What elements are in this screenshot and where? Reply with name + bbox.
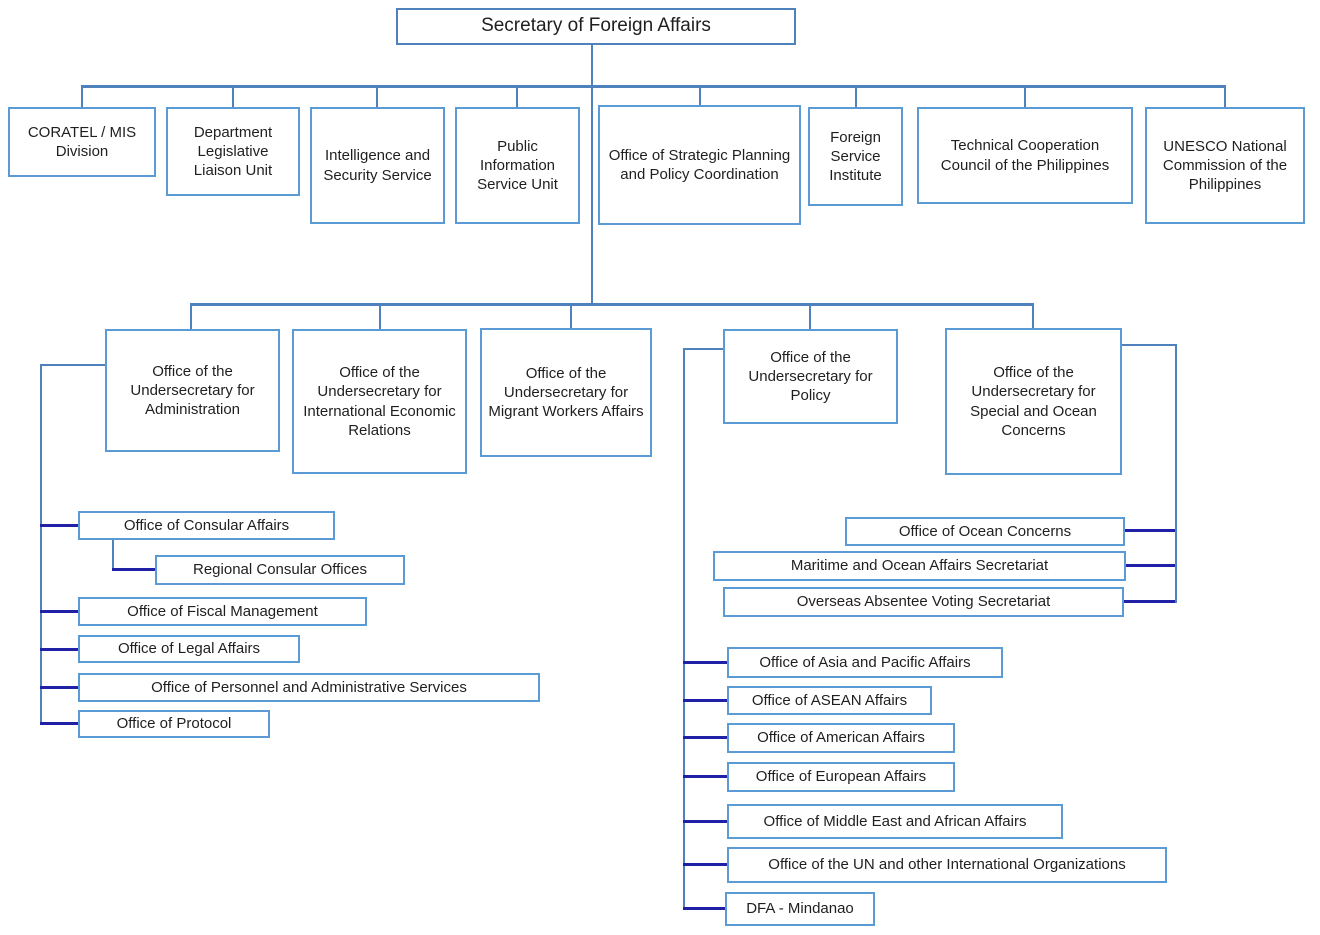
connector-line <box>40 364 105 366</box>
connector-line <box>683 348 685 910</box>
connector-line <box>683 348 723 350</box>
connector-stub <box>40 610 78 613</box>
connector-stub <box>683 863 727 866</box>
connector-stub <box>112 568 155 571</box>
connector-line <box>699 88 701 105</box>
org-box-consular-affairs: Office of Consular Affairs <box>78 511 335 540</box>
org-box-american-affairs: Office of American Affairs <box>727 723 955 753</box>
org-box-usec-international-economic: Office of the Undersecretary for Interna… <box>292 329 467 474</box>
connector-line <box>516 88 518 107</box>
connector-line <box>81 85 1226 88</box>
connector-stub <box>40 648 78 651</box>
org-box-personnel-administrative: Office of Personnel and Administrative S… <box>78 673 540 702</box>
org-box-protocol: Office of Protocol <box>78 710 270 738</box>
connector-stub <box>683 699 727 702</box>
org-box-dfa-mindanao: DFA - Mindanao <box>725 892 875 926</box>
org-box-un-international-orgs: Office of the UN and other International… <box>727 847 1167 883</box>
connector-stub <box>1125 529 1175 532</box>
connector-line <box>232 88 234 107</box>
connector-line <box>855 88 857 107</box>
connector-line <box>1032 306 1034 328</box>
connector-line <box>379 306 381 329</box>
org-box-ocean-concerns: Office of Ocean Concerns <box>845 517 1125 546</box>
org-box-maritime-ocean-secretariat: Maritime and Ocean Affairs Secretariat <box>713 551 1126 581</box>
connector-line <box>376 88 378 107</box>
org-box-regional-consular: Regional Consular Offices <box>155 555 405 585</box>
org-box-unesco-commission: UNESCO National Commission of the Philip… <box>1145 107 1305 224</box>
org-box-foreign-service-institute: Foreign Service Institute <box>808 107 903 206</box>
org-box-usec-policy: Office of the Undersecretary for Policy <box>723 329 898 424</box>
org-box-legislative-liaison: Department Legislative Liaison Unit <box>166 107 300 196</box>
connector-line <box>112 540 114 570</box>
connector-line <box>591 45 593 87</box>
connector-stub <box>40 722 78 725</box>
connector-stub <box>1126 564 1175 567</box>
org-box-public-information: Public Information Service Unit <box>455 107 580 224</box>
org-box-coratel-mis: CORATEL / MIS Division <box>8 107 156 177</box>
org-box-usec-special-ocean: Office of the Undersecretary for Special… <box>945 328 1122 475</box>
connector-stub <box>683 775 727 778</box>
org-box-european-affairs: Office of European Affairs <box>727 762 955 792</box>
connector-line <box>570 306 572 328</box>
connector-stub <box>40 686 78 689</box>
org-box-fiscal-management: Office of Fiscal Management <box>78 597 367 626</box>
connector-line <box>40 364 42 725</box>
connector-stub <box>683 907 725 910</box>
connector-stub <box>683 661 727 664</box>
org-box-strategic-planning: Office of Strategic Planning and Policy … <box>598 105 801 225</box>
connector-stub <box>683 820 727 823</box>
org-box-usec-migrant-workers: Office of the Undersecretary for Migrant… <box>480 328 652 457</box>
connector-line <box>190 306 192 329</box>
org-box-overseas-absentee-voting: Overseas Absentee Voting Secretariat <box>723 587 1124 617</box>
org-box-asia-pacific: Office of Asia and Pacific Affairs <box>727 647 1003 678</box>
org-box-technical-cooperation: Technical Cooperation Council of the Phi… <box>917 107 1133 204</box>
connector-line <box>190 303 1034 306</box>
connector-line <box>591 88 593 303</box>
connector-line <box>1122 344 1177 346</box>
connector-line <box>1175 344 1177 603</box>
connector-line <box>81 88 83 107</box>
connector-stub <box>40 524 78 527</box>
org-box-asean-affairs: Office of ASEAN Affairs <box>727 686 932 715</box>
connector-stub <box>1124 600 1175 603</box>
org-box-legal-affairs: Office of Legal Affairs <box>78 635 300 663</box>
connector-stub <box>683 736 727 739</box>
connector-line <box>809 306 811 329</box>
org-box-intelligence-security: Intelligence and Security Service <box>310 107 445 224</box>
org-box-secretary: Secretary of Foreign Affairs <box>396 8 796 45</box>
connector-line <box>1224 88 1226 107</box>
connector-line <box>1024 88 1026 107</box>
org-box-usec-administration: Office of the Undersecretary for Adminis… <box>105 329 280 452</box>
org-box-middle-east-african: Office of Middle East and African Affair… <box>727 804 1063 839</box>
